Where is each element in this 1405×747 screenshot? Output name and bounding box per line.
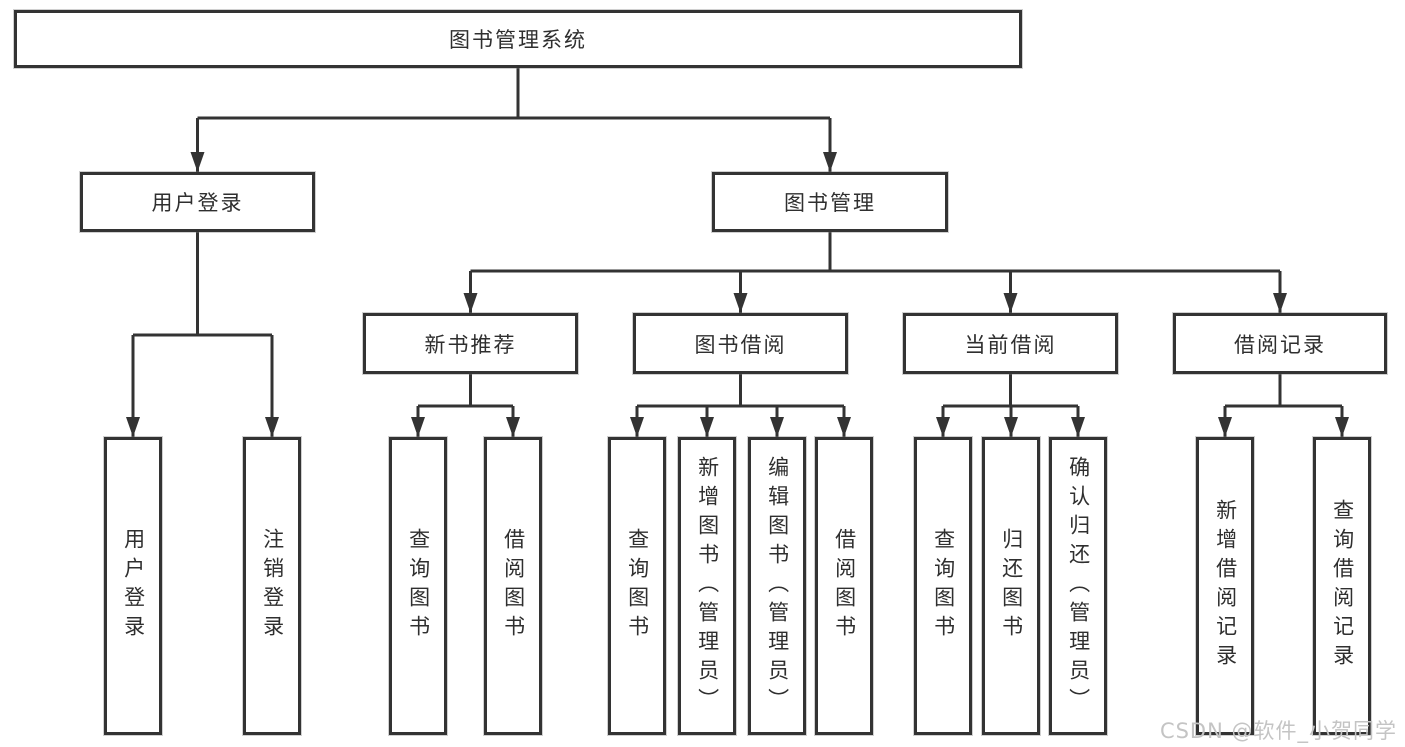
node-label: 借阅图书	[501, 528, 526, 644]
node-new-book-recommendation: 新书推荐	[363, 313, 578, 374]
node-label: 编辑图书（管理员）	[765, 455, 790, 717]
node-label: 确认归还（管理员）	[1066, 455, 1091, 717]
leaf-return-book: 归还图书	[982, 437, 1040, 735]
leaf-edit-book-admin: 编辑图书（管理员）	[748, 437, 806, 735]
node-library-management-system: 图书管理系统	[14, 10, 1022, 68]
leaf-query-books-2: 查询图书	[608, 437, 666, 735]
node-label: 图书管理系统	[449, 28, 587, 52]
node-label: 注销登录	[260, 528, 285, 644]
node-label: 用户登录	[121, 528, 146, 644]
node-label: 当前借阅	[964, 332, 1057, 357]
leaf-add-book-admin: 新增图书（管理员）	[678, 437, 736, 735]
node-label: 归还图书	[999, 528, 1024, 644]
node-label: 新增借阅记录	[1213, 499, 1238, 673]
leaf-query-borrow-record: 查询借阅记录	[1313, 437, 1371, 735]
node-current-borrowing: 当前借阅	[903, 313, 1118, 374]
csdn-watermark: CSDN @软件_小贺同学	[1159, 719, 1397, 743]
leaf-query-books-3: 查询图书	[914, 437, 972, 735]
node-label: 借阅图书	[832, 528, 857, 644]
node-label: 新书推荐	[424, 332, 517, 357]
node-label: 图书管理	[784, 191, 876, 215]
leaf-logout: 注销登录	[243, 437, 301, 735]
leaf-confirm-return-admin: 确认归还（管理员）	[1049, 437, 1107, 735]
node-label: 用户登录	[151, 191, 244, 215]
leaf-add-borrow-record: 新增借阅记录	[1196, 437, 1254, 735]
node-user-login: 用户登录	[80, 172, 315, 232]
node-label: 查询图书	[406, 528, 431, 644]
node-book-borrowing: 图书借阅	[633, 313, 848, 374]
node-label: 查询图书	[625, 528, 650, 644]
leaf-borrow-books-1: 借阅图书	[484, 437, 542, 735]
node-label: 借阅记录	[1234, 332, 1326, 357]
node-borrowing-records: 借阅记录	[1173, 313, 1387, 374]
leaf-query-books-1: 查询图书	[389, 437, 447, 735]
node-book-management: 图书管理	[712, 172, 948, 232]
node-label: 新增图书（管理员）	[695, 455, 720, 717]
leaf-borrow-books-2: 借阅图书	[815, 437, 873, 735]
node-label: 查询借阅记录	[1330, 499, 1355, 673]
node-label: 图书借阅	[694, 332, 787, 357]
node-label: 查询图书	[931, 528, 956, 644]
leaf-user-login: 用户登录	[104, 437, 162, 735]
